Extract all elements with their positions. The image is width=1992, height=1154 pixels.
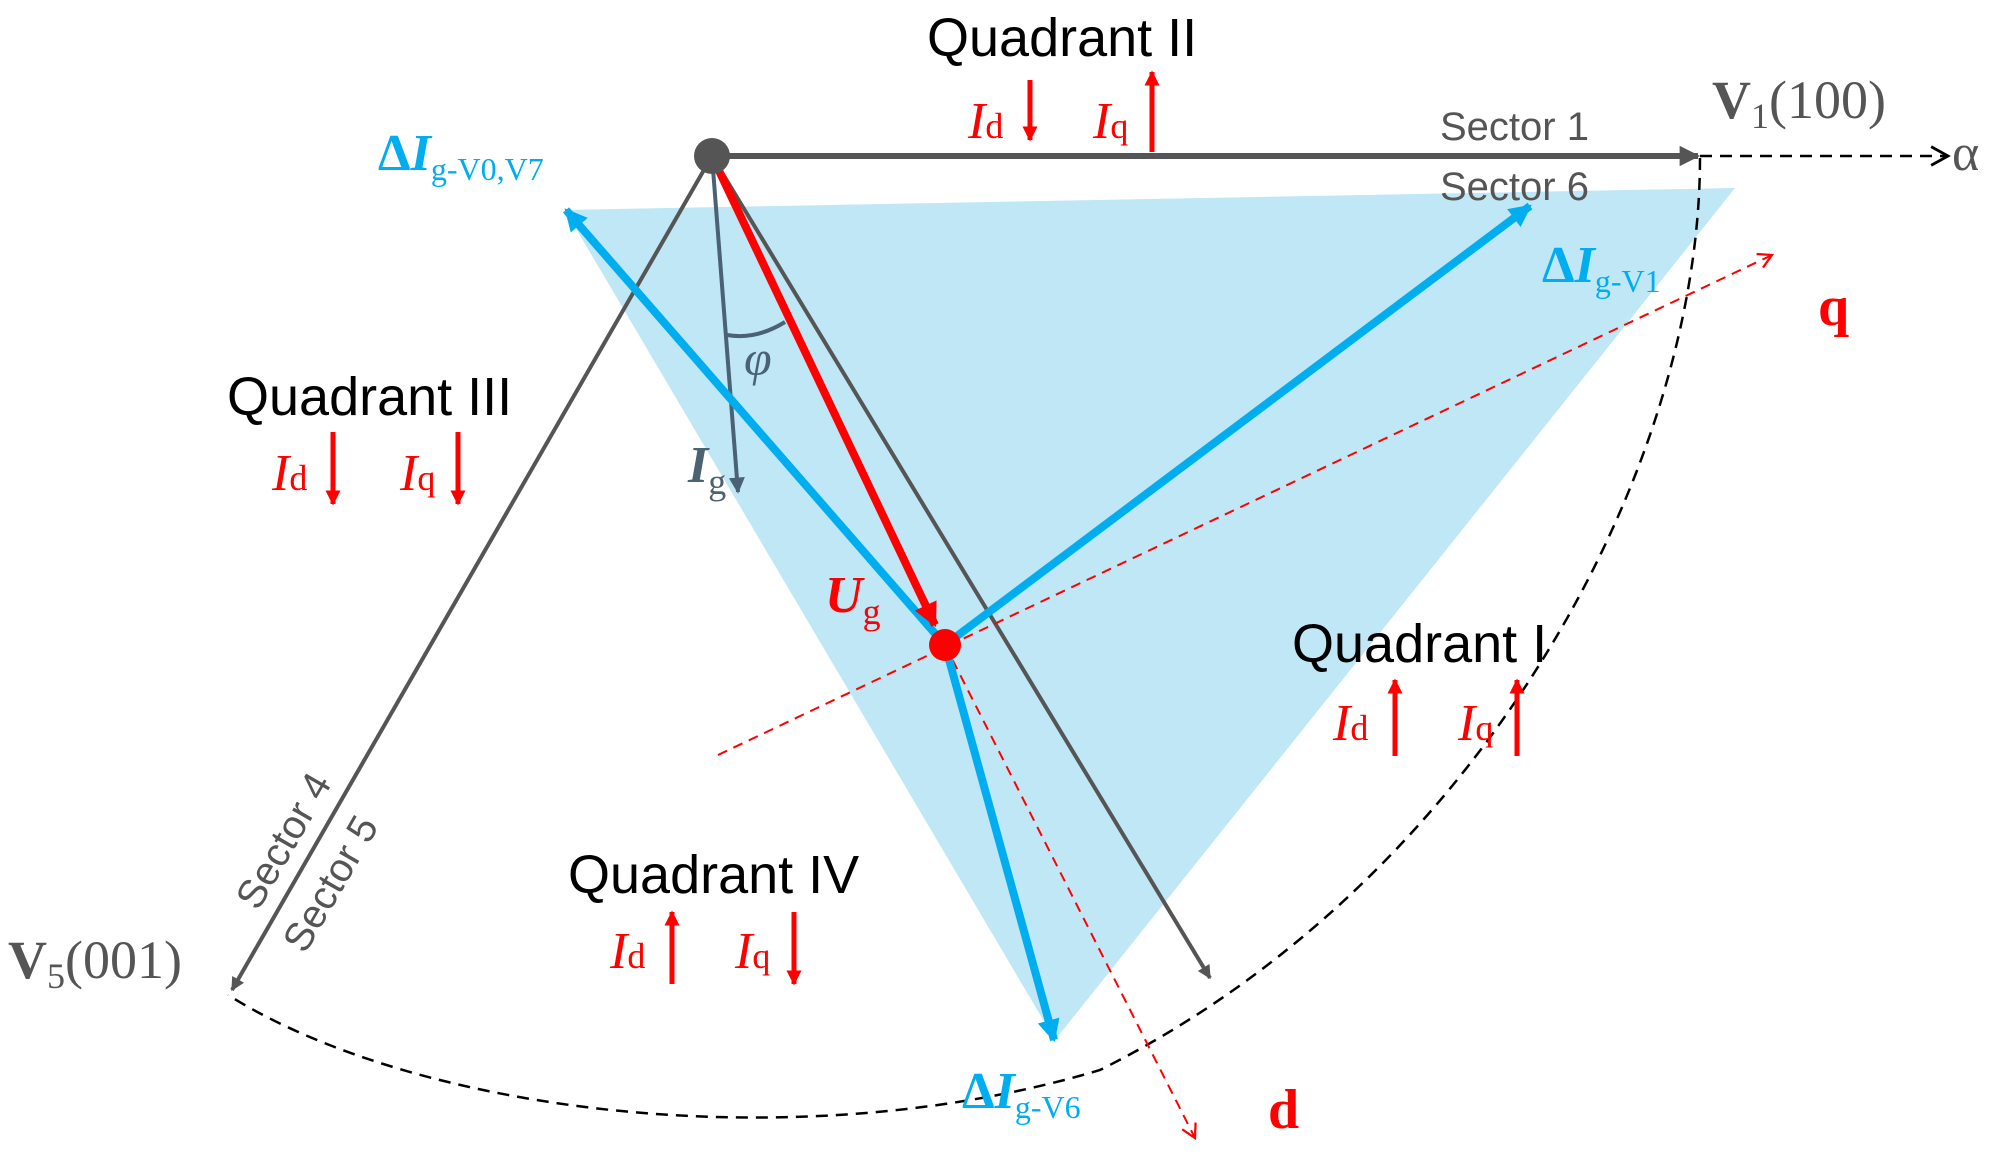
delta-current-triangle bbox=[565, 188, 1735, 1040]
origin-dot bbox=[694, 138, 730, 174]
q1-iq-label: Iq bbox=[1457, 695, 1493, 752]
vector-v5 bbox=[230, 155, 714, 992]
ig-label: Ig bbox=[687, 437, 726, 502]
quadrant-1-title: Quadrant I bbox=[1292, 614, 1547, 674]
v1-label: V1(100) bbox=[1712, 70, 1886, 136]
q3-id-label: Id bbox=[271, 445, 307, 502]
vector-delta-ig-v1 bbox=[942, 202, 1533, 649]
alpha-axis-label: α bbox=[1952, 125, 1979, 182]
q-axis-label: q bbox=[1818, 276, 1849, 338]
phi-angle-arc bbox=[726, 320, 787, 339]
ug-tip-dot bbox=[929, 629, 961, 661]
vector-delta-ig-v6 bbox=[941, 643, 1060, 1043]
q4-id-label: Id bbox=[609, 923, 645, 980]
q-axis-line bbox=[717, 252, 1775, 756]
vector-ig bbox=[710, 155, 745, 494]
quadrant-2-title: Quadrant II bbox=[927, 8, 1197, 68]
quadrant-3-title: Quadrant III bbox=[227, 367, 512, 427]
ug-label: Ug bbox=[825, 567, 881, 632]
sector-1-label: Sector 1 bbox=[1440, 105, 1589, 149]
sector-6-label: Sector 6 bbox=[1440, 165, 1589, 209]
delta-ig-v0v7-label: ΔIg-V0,V7 bbox=[378, 125, 544, 187]
v5-label: V5(001) bbox=[8, 930, 182, 996]
vector-v6 bbox=[710, 154, 1212, 980]
q1-id-label: Id bbox=[1332, 695, 1368, 752]
d-axis-line bbox=[944, 644, 1197, 1141]
vector-delta-ig-v0v7 bbox=[562, 207, 949, 648]
q2-iq-label: Iq bbox=[1092, 93, 1128, 150]
vector-ug bbox=[708, 154, 939, 628]
quadrant-4-title: Quadrant IV bbox=[568, 845, 859, 905]
q2-id-label: Id bbox=[967, 93, 1003, 150]
phi-label: φ bbox=[744, 330, 772, 386]
q3-iq-label: Iq bbox=[399, 445, 435, 502]
delta-ig-v6-label: ΔIg-V6 bbox=[962, 1063, 1081, 1125]
d-axis-label: d bbox=[1268, 1079, 1299, 1141]
hexagon-boundary-arc bbox=[227, 157, 1702, 1119]
delta-ig-v1-label: ΔIg-V1 bbox=[1542, 237, 1661, 299]
q4-iq-label: Iq bbox=[734, 923, 770, 980]
